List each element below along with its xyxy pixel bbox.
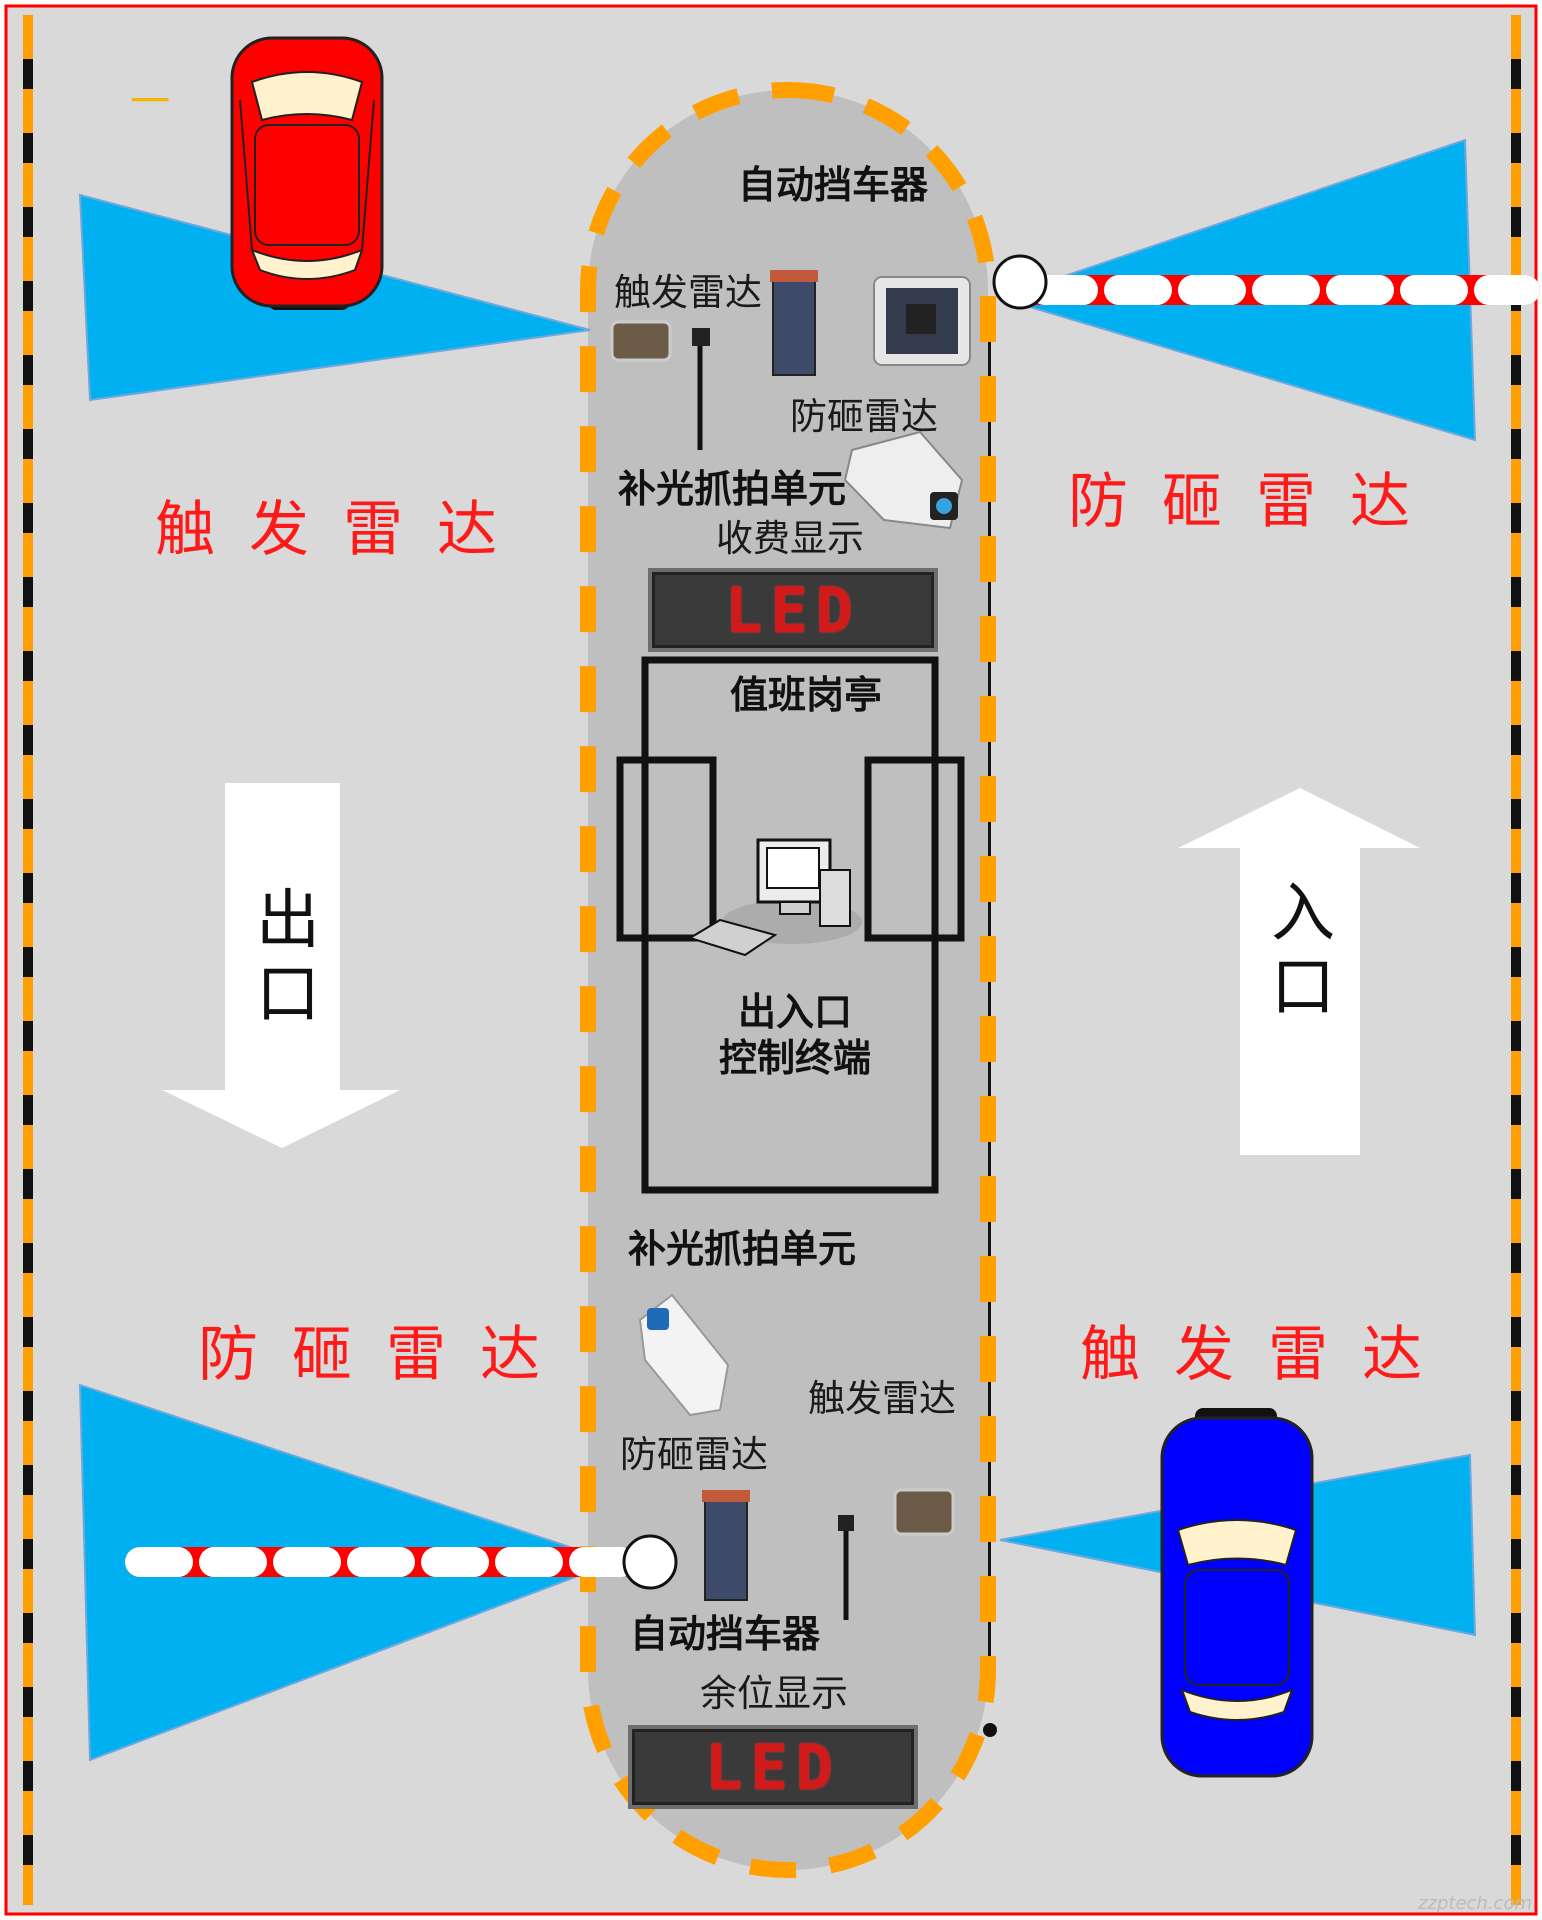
entry-label: 入口 [1271, 877, 1335, 1025]
barrier-gate-icon [770, 270, 818, 376]
label-trigger-radar-bottom: 触发雷达 [808, 1377, 956, 1420]
radar-sensor-icon [838, 1488, 955, 1620]
radar-sensor-icon [610, 320, 710, 450]
label-anti-smash-radar-right: 防砸雷达 [1068, 467, 1444, 537]
label-anti-smash-radar-bottom: 防砸雷达 [620, 1433, 768, 1476]
terminal-label-line2: 控制终端 [718, 1035, 871, 1080]
label-light-capture-top: 补光抓拍单元 [618, 467, 847, 511]
red-car-icon [230, 36, 384, 310]
exit-label: 出口 [256, 884, 320, 1032]
barrier-arm-bottom [125, 1534, 678, 1590]
corner-mark: 一 [130, 79, 170, 125]
central-island [588, 90, 988, 1870]
label-auto-barrier-top: 自动挡车器 [738, 163, 929, 207]
computer-icon [687, 838, 862, 957]
down-arrow-icon [162, 783, 400, 1148]
barrier-arm-top [992, 254, 1540, 310]
up-arrow-icon [1178, 788, 1420, 1155]
label-trigger-radar-right: 触发雷达 [1080, 1320, 1456, 1390]
barrier-gate-icon [702, 1490, 750, 1601]
label-trigger-radar-left: 触发雷达 [155, 495, 531, 565]
camera-icon [843, 430, 964, 530]
duty-booth [616, 656, 965, 1194]
watermark: zzptech.com [1418, 1893, 1532, 1914]
label-auto-barrier-bottom: 自动挡车器 [630, 1612, 821, 1656]
label-anti-smash-radar-left: 防砸雷达 [198, 1320, 574, 1390]
island-dashed-border [580, 82, 996, 1878]
led-text-bottom: LED [705, 1730, 841, 1804]
terminal-label-line1: 出入口 [737, 990, 852, 1034]
curb-dot [983, 1723, 997, 1737]
led-display-top: LED [648, 568, 938, 652]
label-light-capture-bottom: 补光抓拍单元 [628, 1227, 857, 1271]
led-display-bottom: LED [628, 1725, 918, 1809]
radar-sensor-icon [873, 276, 971, 366]
label-duty-booth: 值班岗亭 [730, 673, 883, 717]
terminal-label: 出入口 控制终端 [665, 990, 925, 1081]
label-remaining-display: 余位显示 [700, 1672, 848, 1715]
camera-icon [638, 1293, 730, 1417]
label-anti-smash-radar-top: 防砸雷达 [790, 395, 938, 438]
label-trigger-radar-top: 触发雷达 [614, 271, 762, 314]
blue-car-icon [1160, 1408, 1314, 1778]
led-text-top: LED [725, 573, 861, 647]
label-toll-display: 收费显示 [716, 517, 864, 560]
